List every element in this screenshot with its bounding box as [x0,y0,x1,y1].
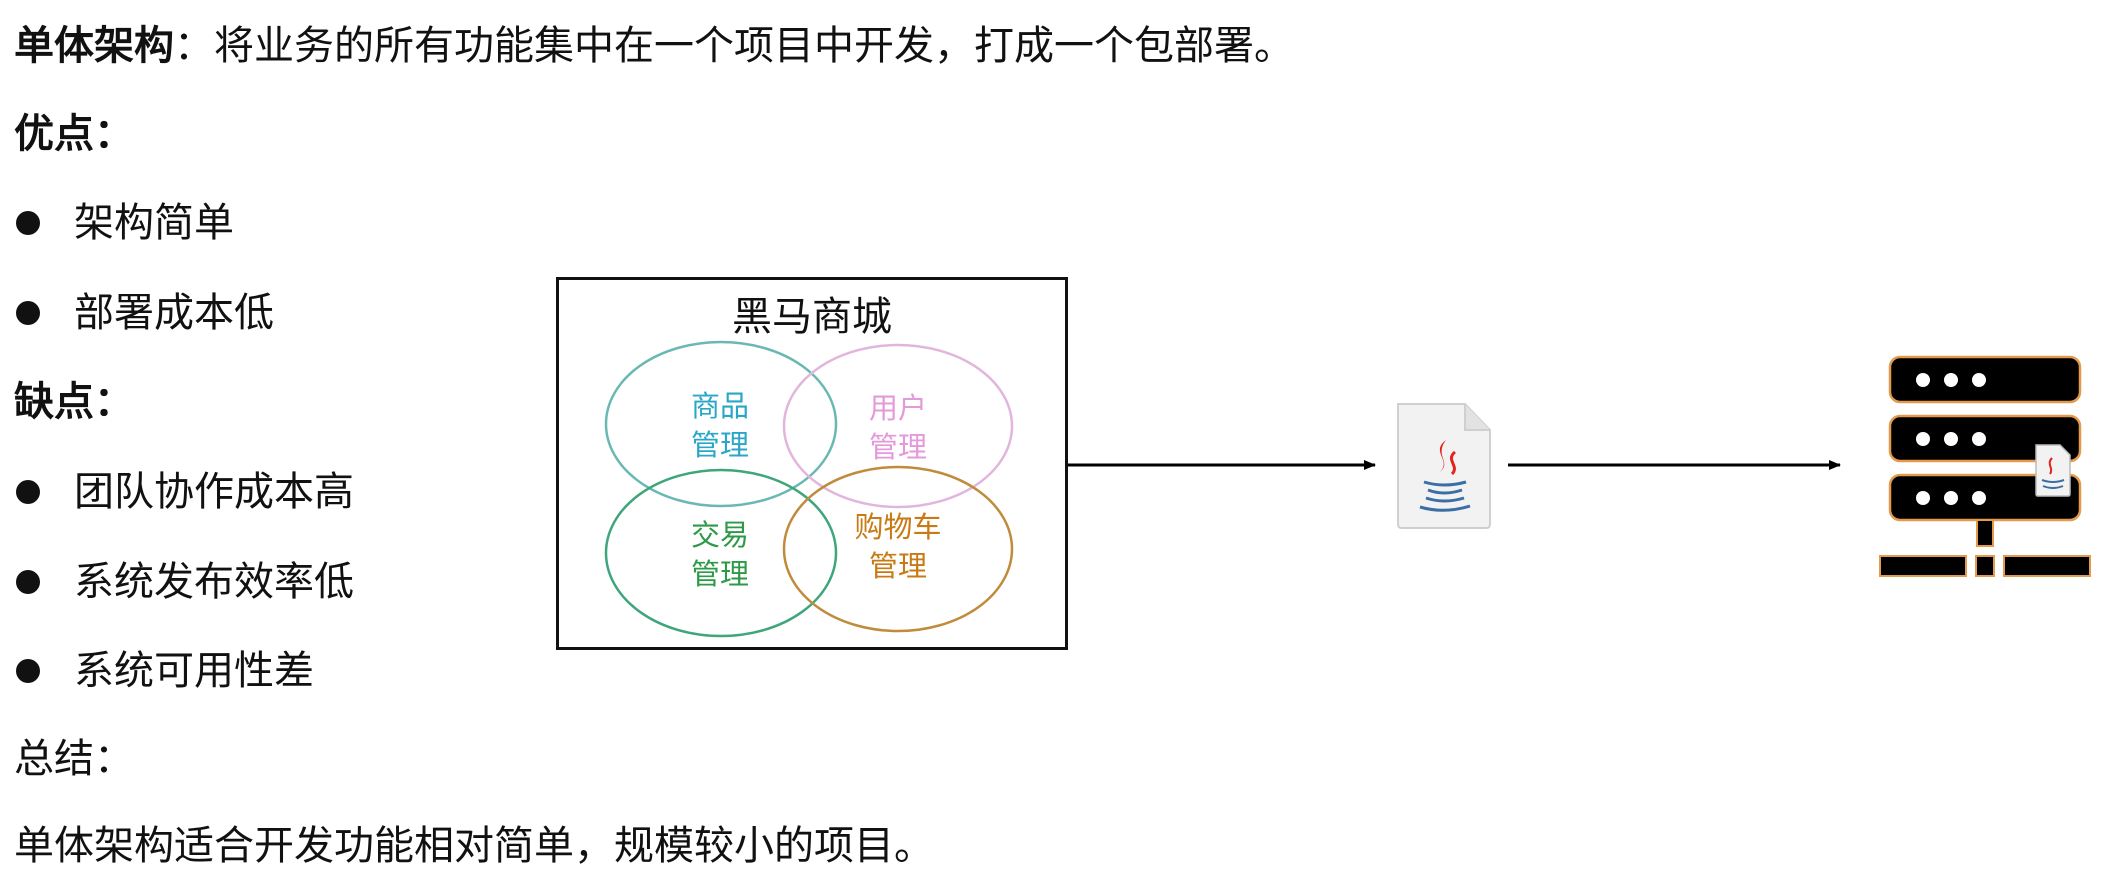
deployed-jar-badge-icon [2035,444,2071,497]
bullet-dot [16,480,40,504]
cons-item: 系统可用性差 [74,648,314,694]
cons-heading: 缺点： [14,379,134,425]
summary-heading: 总结： [14,736,134,782]
pros-heading: 优点： [14,111,134,157]
bullet-dot [16,570,40,594]
cons-item: 团队协作成本高 [74,469,354,515]
definition-line: 单体架构：将业务的所有功能集中在一个项目中开发，打成一个包部署。 [14,22,1294,70]
cons-item: 系统发布效率低 [74,559,354,605]
bullet-dot [16,301,40,325]
pros-item: 部署成本低 [74,290,274,336]
definition-term: 单体架构 [14,23,174,69]
bullet-dot [16,659,40,683]
pros-item: 架构简单 [74,200,234,246]
java-jar-file-icon [1397,403,1491,529]
definition-body: ：将业务的所有功能集中在一个项目中开发，打成一个包部署。 [174,23,1294,69]
summary-body: 单体架构适合开发功能相对简单，规模较小的项目。 [14,823,934,869]
project-box [556,277,1068,650]
server-icon [1879,355,2091,577]
bullet-dot [16,211,40,235]
